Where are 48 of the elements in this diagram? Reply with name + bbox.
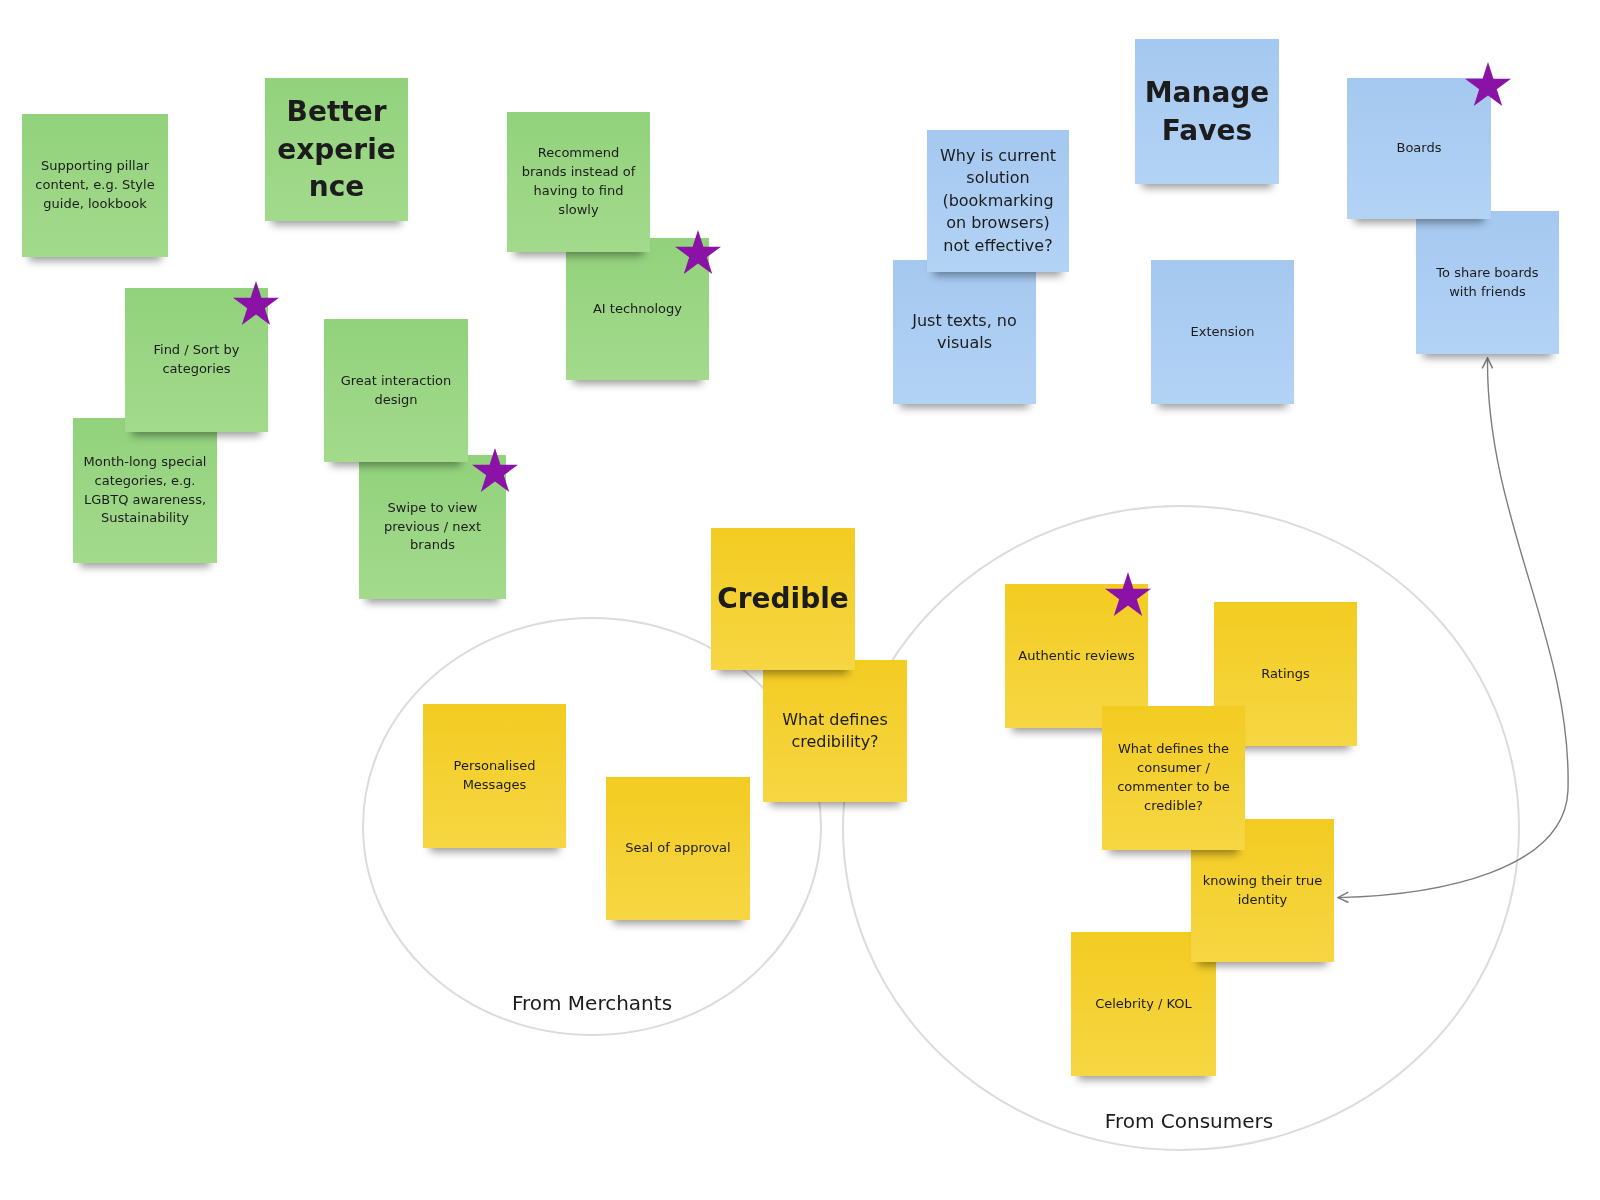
- sticky-note: [73, 418, 217, 563]
- note-text: Month-long special categories, e.g. LGBTQ awareness, Sustainability: [82, 452, 208, 528]
- sticky-note: [359, 455, 506, 599]
- note-text: knowing their true identity: [1201, 871, 1324, 909]
- note-text: Why is current solution (bookmarking on browsers) not effective?: [938, 145, 1058, 257]
- sticky-note: [507, 112, 650, 252]
- sticky-note: [1191, 819, 1334, 962]
- sticky-note: [1135, 39, 1279, 184]
- note-text: Ratings: [1261, 664, 1310, 683]
- sticky-note: [265, 78, 408, 221]
- note-title: Credible: [717, 581, 849, 618]
- sticky-note: [1151, 260, 1294, 404]
- note-text: Just texts, no visuals: [910, 309, 1018, 354]
- group-label: From Consumers: [1104, 1109, 1274, 1133]
- sticky-note: [711, 528, 855, 670]
- sticky-note: [1005, 584, 1148, 728]
- note-text: Find / Sort by categories: [152, 341, 241, 378]
- sticky-note: [763, 660, 907, 802]
- note-text: To share boards with friends: [1435, 263, 1540, 301]
- note-text: Seal of approval: [625, 839, 731, 858]
- note-text: Swipe to view previous / next brands: [383, 498, 482, 555]
- note-text: Great interaction design: [339, 371, 453, 409]
- curved-arrow: [1337, 357, 1569, 904]
- sticky-note: [1071, 932, 1216, 1076]
- note-text: Supporting pillar content, e.g. Style guide, lookbook: [34, 157, 156, 213]
- sticky-note: [893, 260, 1036, 404]
- note-text: Celebrity / KOL: [1095, 994, 1192, 1013]
- sticky-note: [566, 238, 709, 380]
- sticky-note: [324, 319, 468, 462]
- group-label: From Merchants: [511, 991, 673, 1015]
- note-text: AI technology: [592, 299, 682, 318]
- sticky-note: [1347, 78, 1491, 219]
- sticky-note: [927, 130, 1069, 272]
- note-text: What defines credibility?: [781, 708, 889, 753]
- sticky-note: [606, 777, 750, 920]
- note-text: Extension: [1190, 322, 1255, 341]
- note-text: Personalised Messages: [452, 757, 537, 794]
- sticky-note: [1102, 706, 1245, 850]
- note-text: Boards: [1396, 139, 1442, 158]
- sticky-note: [1416, 211, 1559, 354]
- sticky-note: [22, 114, 168, 257]
- note-text: What defines the consumer / commenter to be credible?: [1116, 740, 1231, 815]
- note-title: Manage Faves: [1143, 74, 1271, 149]
- note-text: Authentic reviews: [1018, 646, 1135, 665]
- sticky-note: [125, 288, 268, 432]
- sticky-note: [423, 704, 566, 848]
- note-text: Recommend brands instead of having to find slowly: [520, 144, 637, 219]
- note-title: Better experience: [276, 93, 397, 206]
